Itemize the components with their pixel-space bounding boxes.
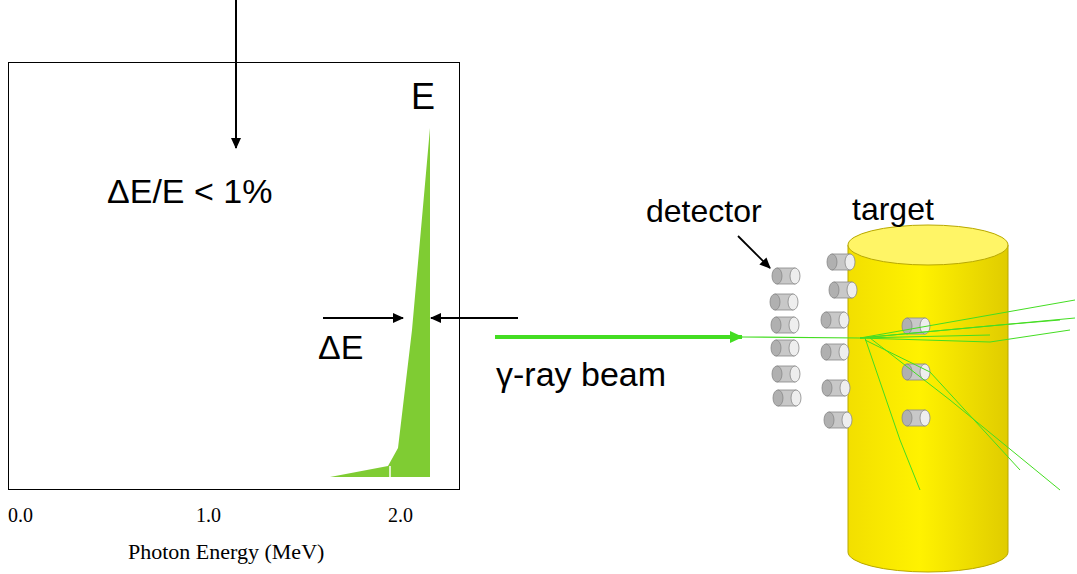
spectrum-peak (330, 128, 430, 477)
axis-tick: 2.0 (388, 504, 413, 526)
resolution-label: ΔE/E < 1% (107, 173, 272, 210)
spectrum-frame: E ΔE/E < 1% ΔE (8, 62, 460, 490)
gamma-beam (495, 335, 742, 339)
axis-title: Photon Energy (MeV) (128, 540, 324, 564)
target-cylinder (848, 225, 1008, 572)
peak-energy-label: E (411, 77, 435, 117)
detector-label: detector (646, 194, 762, 229)
width-arrow (431, 317, 518, 319)
width-arrow (323, 317, 403, 319)
width-label: ΔE (318, 329, 363, 366)
beam-label: γ-ray beam (496, 356, 666, 393)
axis-tick: 1.0 (196, 504, 221, 526)
target-label: target (852, 192, 934, 227)
particle-tracks (860, 300, 1075, 490)
detector-array (770, 254, 930, 428)
leader-arrow (738, 236, 770, 268)
axis-tick: 0.0 (8, 504, 33, 526)
pointer-arrow (235, 0, 237, 148)
